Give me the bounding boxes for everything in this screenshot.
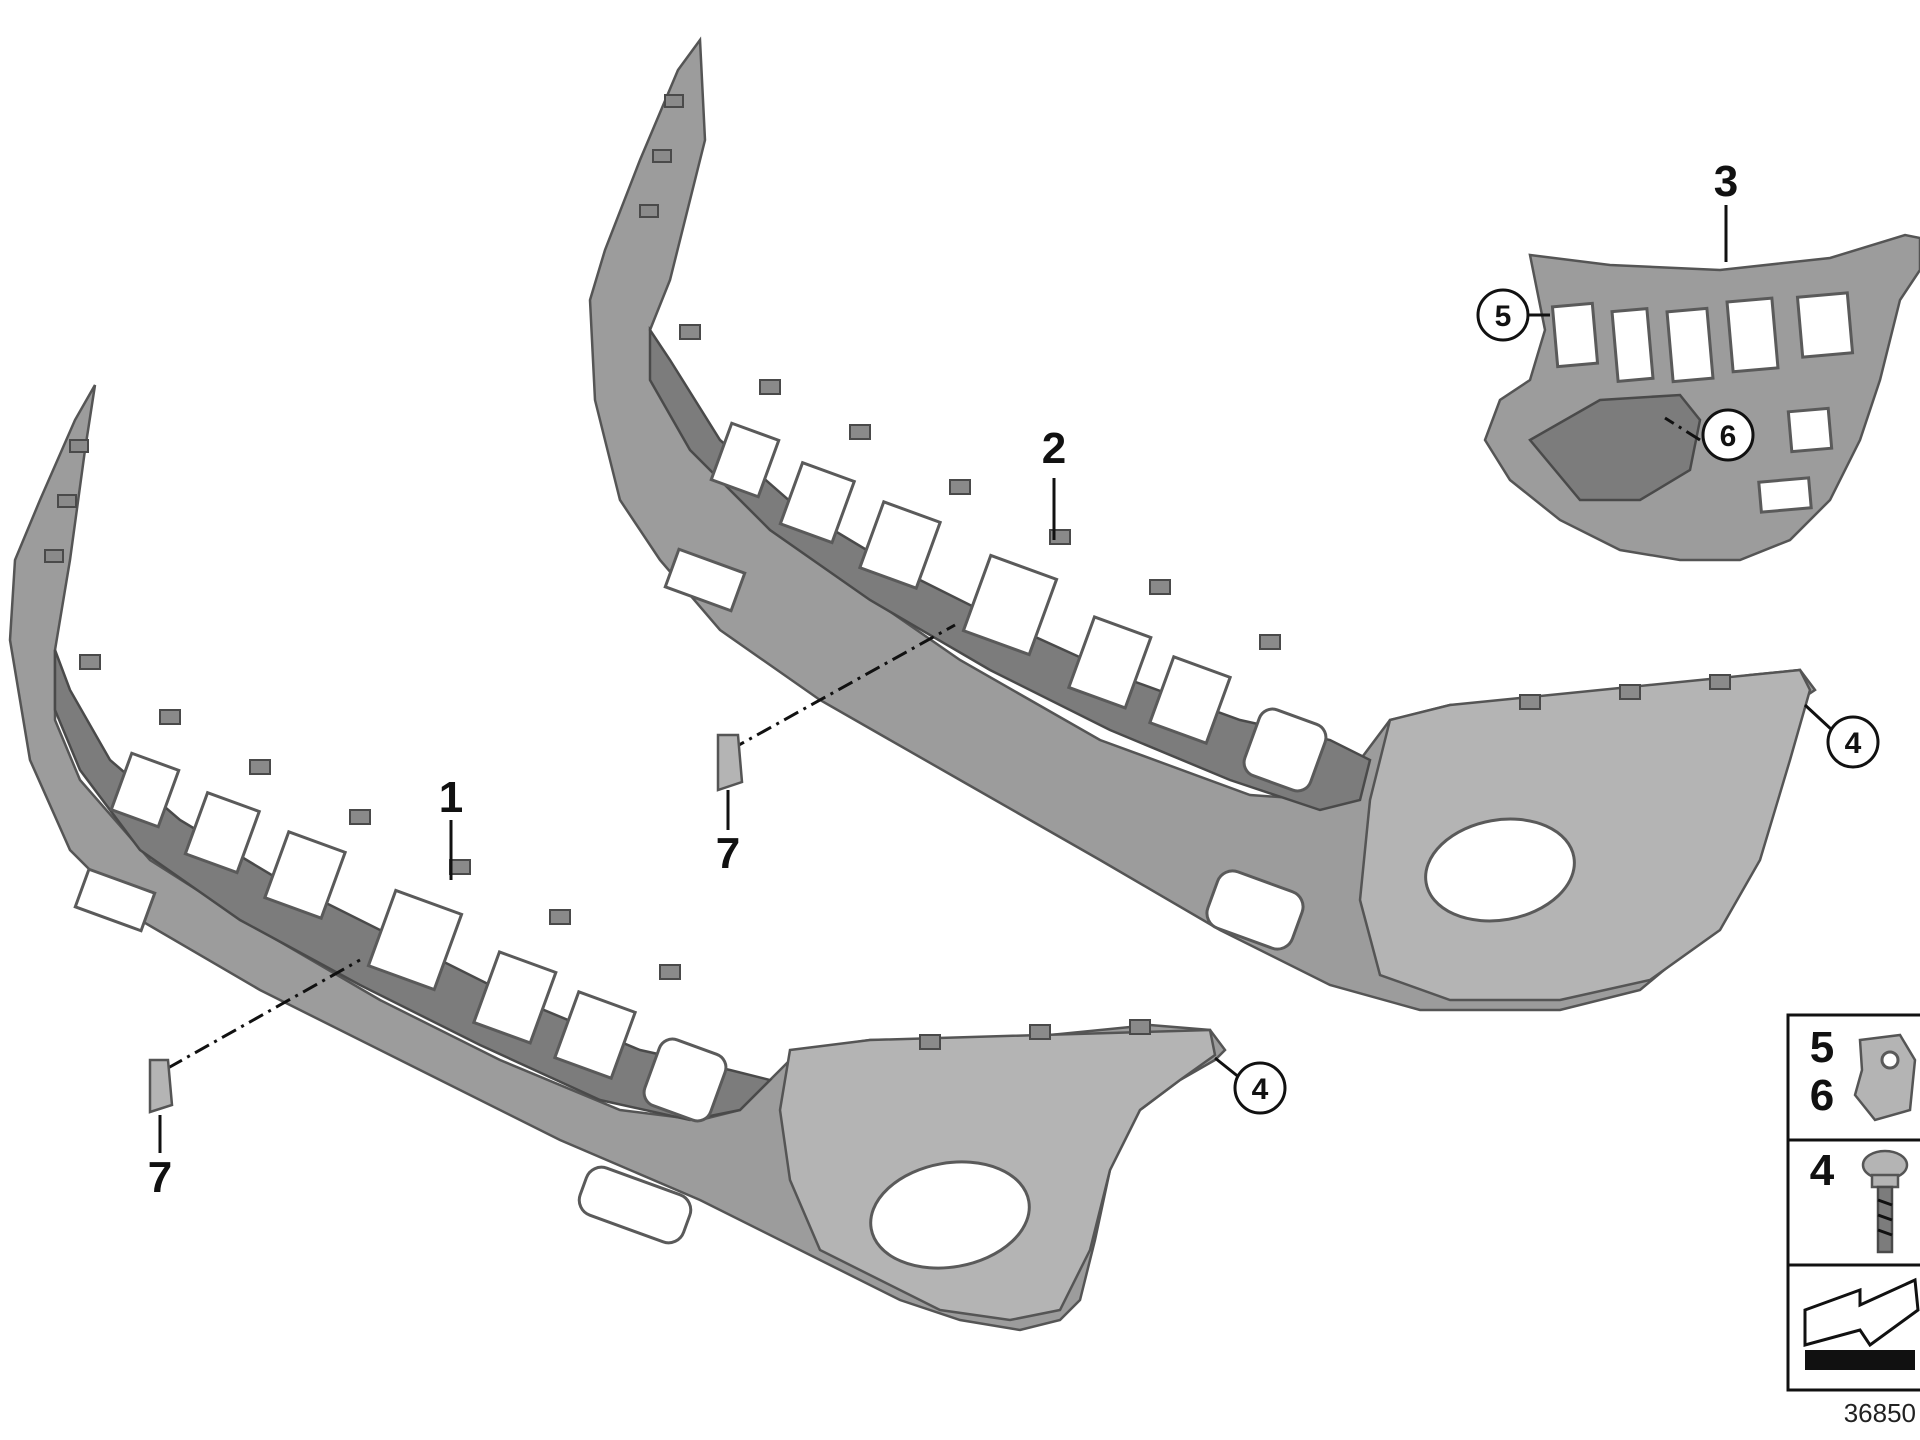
bracket-part-3	[1483, 233, 1920, 562]
mounting-tabs-part-1	[44, 439, 1151, 1050]
hardware-legend: 5 6 4	[1786, 1013, 1920, 1392]
label-part-7b: 7	[716, 829, 740, 878]
callout-part-4b: 4	[1826, 715, 1880, 769]
leader-part-4b	[1803, 703, 1834, 732]
fog-light-opening-part-2	[1424, 817, 1576, 923]
bumper-part-1	[8, 384, 1227, 1332]
label-part-3: 3	[1714, 157, 1738, 206]
svg-text:6: 6	[1720, 420, 1737, 453]
leader-lines	[158, 205, 1834, 1153]
mounting-tabs-part-2	[639, 94, 1731, 710]
fog-light-opening-part-1	[869, 1160, 1031, 1270]
label-part-7a: 7	[148, 1153, 172, 1202]
clip-nut-icon	[1853, 1033, 1917, 1122]
screw-icon	[1861, 1149, 1909, 1254]
svg-text:4: 4	[1845, 727, 1862, 760]
clip-part-7b	[716, 733, 744, 792]
clip-nut-hole-icon	[1880, 1050, 1900, 1070]
leader-part-7b	[729, 623, 956, 752]
grille-openings-part-1	[73, 751, 728, 1245]
leader-part-6	[1664, 416, 1701, 442]
bumper-part-2	[588, 36, 1817, 1012]
callout-part-4a: 4	[1233, 1061, 1287, 1115]
svg-text:5: 5	[1495, 300, 1512, 333]
direction-arrow-icon	[1803, 1277, 1920, 1370]
callout-part-5: 5	[1476, 288, 1530, 342]
reference-number: 36850	[1844, 1398, 1916, 1428]
clip-part-7a	[148, 1058, 174, 1114]
legend-label-6: 6	[1810, 1071, 1834, 1120]
grille-openings-part-2	[663, 421, 1328, 951]
legend-label-5: 5	[1810, 1023, 1834, 1072]
label-part-1: 1	[439, 773, 463, 822]
leader-part-7a	[167, 958, 361, 1070]
callout-part-6: 6	[1701, 408, 1755, 462]
legend-label-4: 4	[1810, 1146, 1835, 1195]
svg-text:4: 4	[1252, 1073, 1269, 1106]
label-part-2: 2	[1042, 424, 1066, 473]
leader-part-4a	[1214, 1056, 1241, 1080]
